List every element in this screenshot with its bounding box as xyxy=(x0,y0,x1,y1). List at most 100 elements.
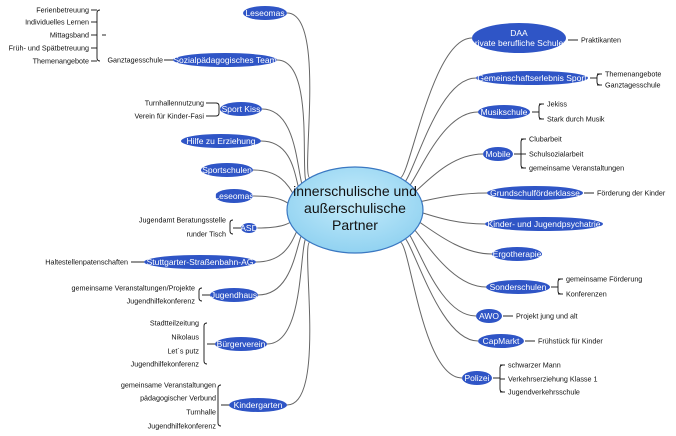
leaf-item: Ferienbetreuung xyxy=(36,6,89,15)
topic-label: Sport Kiss xyxy=(222,104,261,114)
topic-label: Bürgerverein xyxy=(217,339,266,349)
topic-label: Stuttgarter-Straßenbahn-AG xyxy=(147,257,254,267)
leaf-item: Turnhallennutzung xyxy=(145,99,204,108)
leaf-item: Jekiss xyxy=(547,100,567,109)
branch-line xyxy=(405,153,484,198)
topic-label: Musikschule xyxy=(481,107,528,117)
leaf-item: gemeinsame Förderung xyxy=(566,275,642,284)
topic-label: Sportschulen xyxy=(202,165,252,175)
leaf-item: Jugendhilfekonferenz xyxy=(148,422,217,431)
topic-node xyxy=(173,53,277,67)
leaf-item: Haltestellenpatenschaften xyxy=(45,258,128,267)
topic-node xyxy=(181,134,261,148)
topic-label: CapMarkt xyxy=(483,336,520,346)
leaf-item: Themenangebote xyxy=(605,70,661,79)
leaf-item: Verkehrserziehung Klasse 1 xyxy=(508,375,598,384)
topic-node xyxy=(241,223,257,233)
topic-node xyxy=(476,309,502,323)
topic-label: DAA xyxy=(510,28,528,38)
center-node xyxy=(286,166,424,254)
branch-line xyxy=(401,235,479,342)
leaf-item: Verein für Kinder-Fasi xyxy=(134,112,204,121)
topic-node xyxy=(483,147,513,161)
topic-node xyxy=(472,23,566,53)
leaf-item: Konferenzen xyxy=(566,290,607,299)
leaf-item: Praktikanten xyxy=(581,36,621,45)
leaf-item: Themenangebote xyxy=(33,57,89,66)
center-line-3: Partner xyxy=(332,217,378,233)
leaf-item: Jugendverkehrsschule xyxy=(508,388,580,397)
topic-label: private berufliche Schulen xyxy=(470,38,568,48)
bracket xyxy=(499,364,504,393)
leaf-item: Jugendhilfekonferenz xyxy=(127,297,196,306)
branch-line xyxy=(266,235,309,345)
topic-node xyxy=(210,288,258,302)
branch-line xyxy=(403,228,477,317)
topic-node xyxy=(462,371,492,385)
leaf-item: gemeinsame Veranstaltungen xyxy=(529,164,624,173)
leaf-item: Turnhalle xyxy=(186,408,216,417)
leaf-item: Nikolaus xyxy=(171,333,199,342)
branch-line xyxy=(286,12,311,179)
topic-node xyxy=(215,337,267,351)
leaf-item: Förderung der Kinder xyxy=(597,189,666,198)
leaf-item: Individuelles Lernen xyxy=(25,18,89,27)
branch-line xyxy=(399,241,463,379)
leaf-item: Jugendamt Beratungsstelle xyxy=(139,216,226,225)
topic-label: Sonderschulen xyxy=(490,282,547,292)
topic-node xyxy=(144,255,256,269)
topic-label: ASD xyxy=(240,223,257,233)
topic-node xyxy=(476,71,588,85)
leaf-item: Frühstück für Kinder xyxy=(538,337,603,346)
topic-label: Mobile xyxy=(485,149,510,159)
leaf-item: gemeinsame Veranstaltungen xyxy=(121,381,216,390)
bracket xyxy=(596,73,601,86)
topic-label: Leseomas xyxy=(214,191,253,201)
leaf-item: Jugendhilfekonferenz xyxy=(131,360,200,369)
bracket xyxy=(203,322,208,365)
topic-node xyxy=(478,334,524,348)
leaf-item: Schulsozialarbeit xyxy=(529,150,583,159)
center-line-2: außerschulische xyxy=(304,200,406,216)
bracket xyxy=(198,287,203,302)
topic-node xyxy=(243,6,287,20)
bracket xyxy=(217,384,222,427)
leaf-item: Früh- und Spätbetreuung xyxy=(9,44,89,53)
leaf-item: Let´s putz xyxy=(167,347,199,356)
topic-node xyxy=(485,217,603,231)
branch-line xyxy=(261,108,307,192)
leaf-item: Ganztagesschule xyxy=(107,56,163,65)
bracket xyxy=(557,278,562,295)
leaf-item: Mittagsband xyxy=(50,31,89,40)
topic-label: Jugendhaus xyxy=(211,290,257,300)
leaf-item: Stadtteilzeitung xyxy=(150,319,199,328)
branch-line xyxy=(405,222,487,288)
topic-label: Kinder- und Jugendpsychatrie xyxy=(488,219,601,229)
leaf-item: runder Tisch xyxy=(186,230,226,239)
branch-line xyxy=(276,59,309,185)
leaf-item: Clubarbeit xyxy=(529,135,562,144)
branch-line xyxy=(399,37,473,179)
leaf-item: Projekt jung und alt xyxy=(516,312,578,321)
topic-node xyxy=(486,280,550,294)
bracket xyxy=(215,102,220,117)
topic-node xyxy=(478,105,530,119)
topic-label: Polizei xyxy=(464,373,489,383)
bracket xyxy=(96,9,101,62)
topic-node xyxy=(487,186,583,200)
topic-label: Hilfe zu Erziehung xyxy=(187,136,256,146)
center-line-1: innerschulische und xyxy=(293,183,417,199)
leaf-item: gemeinsame Veranstaltungen/Projekte xyxy=(72,284,195,293)
bracket xyxy=(538,103,543,120)
topic-label: Sozialpädagogisches Team xyxy=(173,55,276,65)
branch-line xyxy=(403,111,479,192)
topic-label: Gemeinschaftserlebnis Sport xyxy=(477,73,587,83)
topic-label: AWO xyxy=(479,311,499,321)
leaf-item: pädagogischer Verbund xyxy=(140,394,216,403)
bracket xyxy=(229,219,234,235)
branch-line xyxy=(286,241,311,406)
topic-node xyxy=(229,398,287,412)
topic-node xyxy=(201,163,253,177)
topic-label: Leseomas xyxy=(245,8,284,18)
